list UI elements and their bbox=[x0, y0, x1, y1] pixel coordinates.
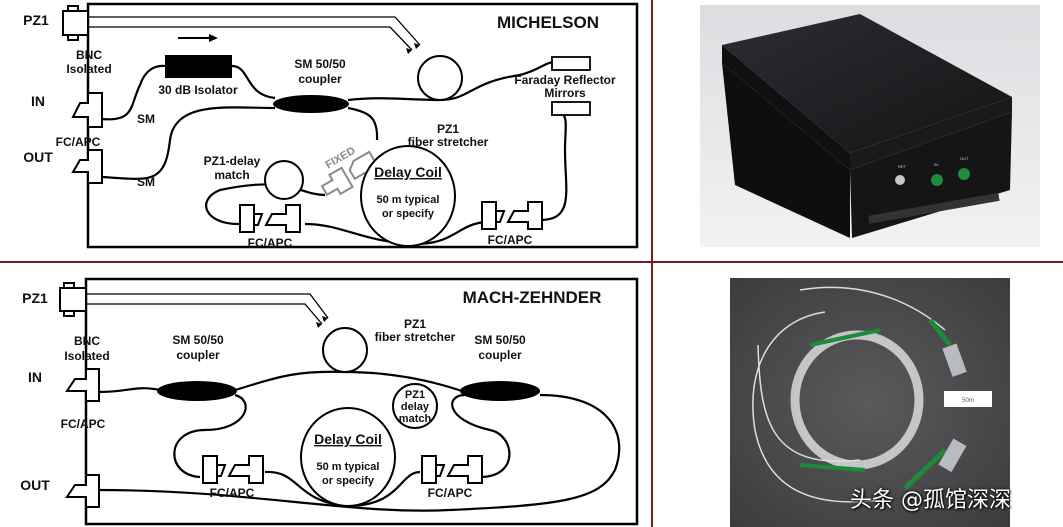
fc-apc-pair-left bbox=[202, 455, 264, 484]
fc-apc-pair-right bbox=[481, 201, 543, 230]
panel-ret-label: RET bbox=[898, 164, 907, 169]
fiber-in bbox=[101, 64, 166, 121]
fiber-coupler-stretcher bbox=[347, 60, 556, 102]
diagram-title: MICHELSON bbox=[497, 13, 599, 32]
direction-arrow-icon bbox=[209, 34, 218, 42]
delay-coil-title: Delay Coil bbox=[314, 431, 382, 447]
out-port-green bbox=[958, 168, 970, 180]
isolator-label: 30 dB Isolator bbox=[158, 83, 238, 97]
fiber-mirror bbox=[539, 110, 568, 222]
fc-connector-top bbox=[942, 343, 967, 377]
out-port-label: OUT bbox=[23, 149, 53, 165]
fiber-out bbox=[98, 393, 621, 512]
fiber-upper-arm bbox=[234, 370, 466, 394]
stretcher-label-1: PZ1 bbox=[437, 122, 459, 136]
faraday-mirror-2 bbox=[551, 101, 591, 116]
fc-apc-left-label: FC/APC bbox=[248, 236, 293, 250]
fiber-delay-loop bbox=[205, 183, 326, 226]
fc-apc-port-label: FC/APC bbox=[61, 417, 106, 431]
coupler-left bbox=[157, 381, 237, 401]
mach-zehnder-diagram: MACH-ZEHNDER PZ1 BNC Isolated IN FC/APC … bbox=[20, 277, 639, 526]
delay-coil bbox=[300, 407, 396, 507]
delay-coil-line1: 50 m typical bbox=[377, 194, 440, 206]
bnc-label-1: BNC bbox=[74, 334, 100, 348]
fiber-lower-arm-right bbox=[451, 393, 511, 479]
fiber-stretcher-coil bbox=[417, 55, 463, 101]
in-port-label: IN bbox=[31, 93, 45, 109]
fiber-isolator-coupler bbox=[231, 64, 276, 100]
fc-apc-pair-right bbox=[421, 455, 483, 484]
bnc-label-2: Isolated bbox=[66, 62, 111, 76]
stretcher-label-2: fiber stretcher bbox=[408, 135, 489, 149]
coupler-left-label-1: SM 50/50 bbox=[172, 333, 224, 347]
diagram-title: MACH-ZEHNDER bbox=[463, 288, 602, 307]
coil-tag-label: 50m bbox=[962, 398, 974, 404]
coupler-right bbox=[460, 381, 540, 401]
pz1-drive-wire bbox=[86, 293, 329, 325]
faraday-mirror-1 bbox=[551, 56, 591, 71]
bnc-connector bbox=[62, 5, 89, 41]
pz1-drive-wire bbox=[88, 16, 421, 51]
watermark: 头条 @孤馆深深 bbox=[850, 488, 1011, 513]
fiber-out bbox=[101, 106, 276, 180]
panel-out-label: OUT bbox=[960, 156, 969, 161]
delay-coil-line2: or specify bbox=[322, 475, 375, 487]
out-port-label: OUT bbox=[20, 477, 50, 493]
delay-coil-photo: 50m bbox=[730, 278, 1010, 527]
bnc-connector bbox=[59, 282, 87, 317]
sm-in-label: SM bbox=[137, 112, 155, 126]
delay-coil-title: Delay Coil bbox=[374, 164, 442, 180]
out-fc-apc-connector bbox=[71, 149, 103, 184]
delay-match-label-2: match bbox=[214, 168, 249, 182]
ret-bnc-jack bbox=[895, 175, 905, 185]
pz1-label: PZ1 bbox=[23, 12, 49, 28]
isolator bbox=[165, 55, 232, 78]
delay-match-label-1: PZ1-delay bbox=[204, 154, 261, 168]
bnc-label-1: BNC bbox=[76, 48, 102, 62]
bnc-label-2: Isolated bbox=[64, 349, 109, 363]
michelson-diagram: MICHELSON PZ1 BNC Isolated IN FC/APC OUT… bbox=[23, 2, 639, 250]
coupler-right-label-2: coupler bbox=[478, 348, 522, 362]
enclosure-photo: RET IN OUT bbox=[700, 5, 1040, 247]
coupler-label-1: SM 50/50 bbox=[294, 57, 346, 71]
mirrors-label-2: Mirrors bbox=[544, 86, 586, 100]
in-port-green bbox=[931, 174, 943, 186]
delay-match-coil bbox=[392, 383, 438, 429]
fc-apc-right-label: FC/APC bbox=[488, 233, 533, 247]
delay-coil bbox=[360, 145, 456, 247]
stretcher-label-1: PZ1 bbox=[404, 317, 426, 331]
coupler-right-label-1: SM 50/50 bbox=[474, 333, 526, 347]
delay-match-label-1: PZ1 bbox=[405, 389, 425, 401]
fc-apc-port-label: FC/APC bbox=[56, 135, 101, 149]
delay-match-label-2: delay bbox=[401, 401, 430, 413]
delay-match-label-3: match bbox=[399, 413, 432, 425]
fc-apc-pair-left bbox=[239, 204, 301, 233]
in-fc-apc-connector bbox=[71, 92, 103, 128]
fiber-stretcher-coil bbox=[322, 327, 368, 373]
in-fc-apc-connector bbox=[65, 368, 100, 402]
in-port-label: IN bbox=[28, 369, 42, 385]
fc-apc-right-label: FC/APC bbox=[428, 486, 473, 500]
fiber-lower-arm-left bbox=[173, 393, 247, 479]
fiber-coupler-fixed bbox=[347, 106, 379, 141]
stretcher-label-2: fiber stretcher bbox=[375, 330, 456, 344]
delay-coil-line2: or specify bbox=[382, 208, 435, 220]
fc-connector-bottom bbox=[938, 438, 967, 472]
mirrors-label-1: Faraday Reflector bbox=[514, 73, 616, 87]
fiber-in bbox=[98, 387, 161, 394]
delay-coil-line1: 50 m typical bbox=[317, 461, 380, 473]
fc-apc-left-label: FC/APC bbox=[210, 486, 255, 500]
coupler bbox=[273, 95, 349, 113]
coupler-left-label-2: coupler bbox=[176, 348, 220, 362]
pz1-label: PZ1 bbox=[22, 290, 48, 306]
coupler-label-2: coupler bbox=[298, 72, 342, 86]
delay-match-coil bbox=[264, 160, 304, 200]
out-fc-apc-connector bbox=[65, 474, 100, 508]
panel-in-label: IN bbox=[934, 162, 938, 167]
